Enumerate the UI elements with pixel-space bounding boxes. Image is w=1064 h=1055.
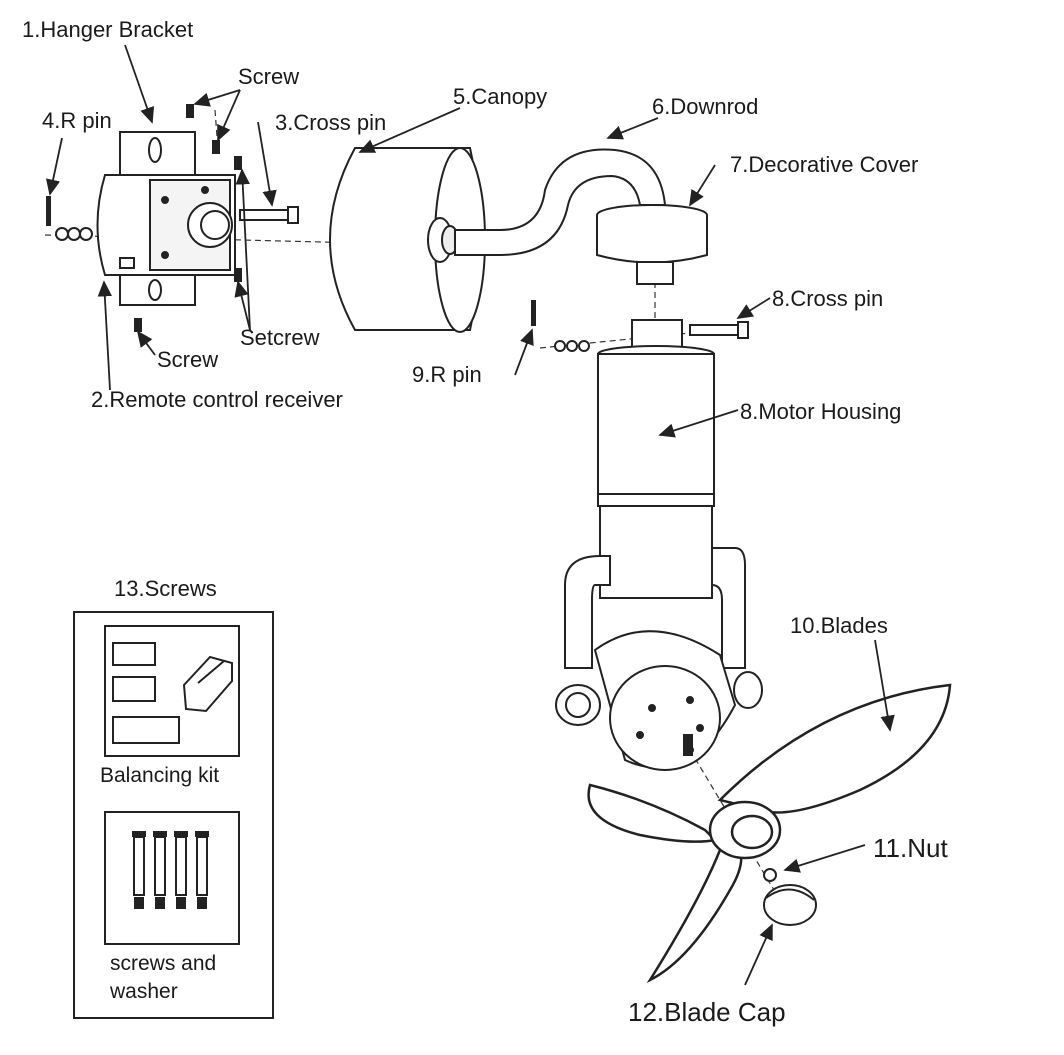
label-cross-pin-8: 8.Cross pin [772,286,884,311]
anchor-screws-icon [132,831,209,909]
balancing-kit-icon [112,642,233,744]
label-blade-cap: 12.Blade Cap [628,997,786,1027]
label-cross-pin-3: 3.Cross pin [275,110,387,135]
label-blades: 10.Blades [790,613,888,638]
balancing-kit-box [104,625,240,757]
cross-pin-3-part [239,206,299,224]
label-screws-and: screws and [110,952,217,975]
yoke-arms [555,547,763,726]
label-nut: 11.Nut [873,833,948,863]
label-balancing-kit: Balancing kit [100,764,220,787]
label-downrod: 6.Downrod [652,94,759,119]
hanger-bracket-part [96,131,236,306]
receiver-washers [55,227,93,241]
cross-pin-8-part [689,321,749,339]
label-screw-bottom: Screw [157,347,219,372]
label-setcrew: Setcrew [240,325,320,350]
blade-cap-part [763,884,817,926]
motor-drum [593,630,737,771]
label-remote-receiver: 2.Remote control receiver [91,387,343,412]
label-canopy: 5.Canopy [453,84,548,109]
screws-washer-box [104,811,240,945]
screw-parts [46,104,242,332]
leader-lines [45,44,895,986]
label-motor-housing: 8.Motor Housing [740,399,902,424]
label-screw-top: Screw [238,64,300,89]
decorative-cover-part [596,204,708,285]
label-decorative-cover: 7.Decorative Cover [730,152,919,177]
label-hanger-bracket: 1.Hanger Bracket [22,17,194,42]
label-screws-13: 13.Screws [114,576,217,601]
label-r-pin-4: 4.R pin [42,108,112,133]
label-washer: washer [110,980,178,1003]
motor-housing-part [597,319,715,599]
nut-part [763,868,777,882]
label-r-pin-9: 9.R pin [412,362,482,387]
motor-washers [554,340,590,352]
r-pin-9-part [531,300,536,326]
screws-kit-panel: Balancing kit screws and washer [73,611,274,1019]
